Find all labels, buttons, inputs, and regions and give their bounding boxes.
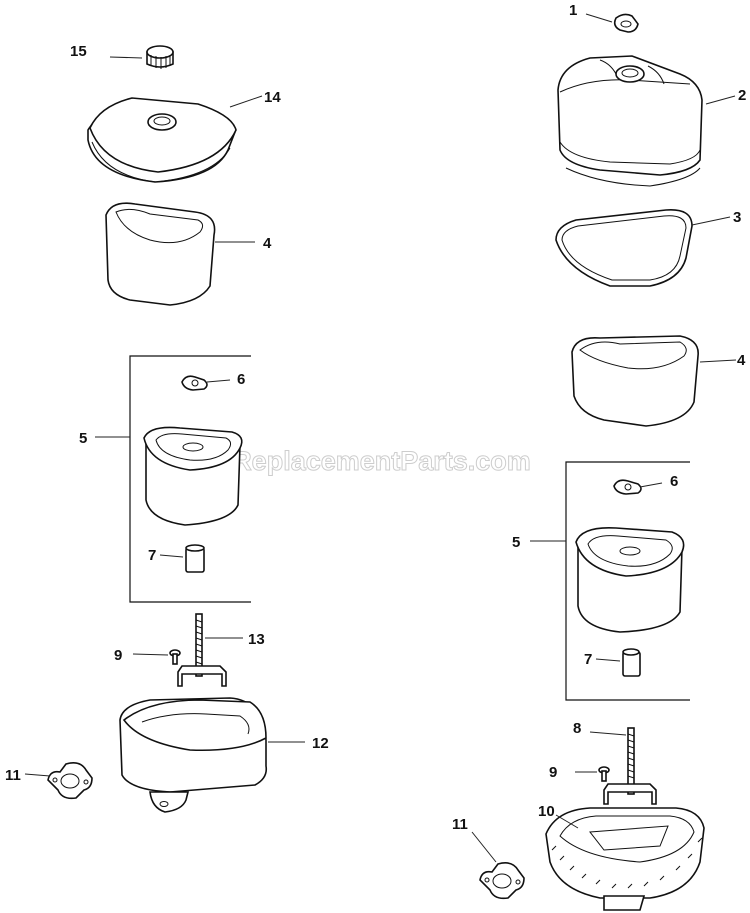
callout-1: 1 [569, 2, 577, 19]
callout-13-left: 13 [248, 631, 265, 648]
cover-icon [87, 97, 237, 183]
screw-icon [598, 766, 610, 782]
stud-icon [603, 727, 657, 805]
filter-element-icon [575, 526, 685, 633]
precleaner-icon [571, 335, 699, 427]
gasket-icon [47, 762, 93, 800]
stud-icon [177, 613, 227, 687]
callout-4-left: 4 [263, 235, 272, 252]
callout-7-left: 7 [148, 547, 156, 564]
filter-element-icon [143, 426, 243, 526]
callout-14: 14 [264, 89, 281, 106]
watermark-text: eReplacementParts.com [217, 446, 531, 476]
wing-nut-icon [181, 375, 208, 391]
seal-ring-icon [555, 209, 693, 287]
wing-nut-icon [613, 479, 642, 495]
spacer-icon [185, 544, 205, 573]
callout-7-right: 7 [584, 651, 592, 668]
cover-icon [557, 55, 703, 187]
nut-icon [613, 13, 639, 33]
callout-4-right: 4 [737, 352, 746, 369]
callout-5-right: 5 [512, 534, 520, 551]
gasket-icon [479, 862, 525, 900]
callout-12-left: 12 [312, 735, 329, 752]
callout-3: 3 [733, 209, 741, 226]
nut-icon [146, 45, 174, 69]
base-icon [119, 697, 268, 813]
callout-8: 8 [573, 720, 581, 737]
callout-11-right: 11 [452, 816, 468, 833]
callout-9-right: 9 [549, 764, 557, 781]
callout-6-right: 6 [670, 473, 678, 490]
screw-icon [169, 649, 181, 665]
callout-10: 10 [538, 803, 555, 820]
base-icon [545, 807, 705, 911]
callout-6-left: 6 [237, 371, 245, 388]
callout-9-left: 9 [114, 647, 122, 664]
precleaner-icon [105, 202, 216, 306]
callout-15: 15 [70, 43, 87, 60]
callout-2: 2 [738, 87, 746, 104]
spacer-icon [622, 648, 641, 677]
callout-11-left: 11 [5, 767, 21, 784]
callout-5-left: 5 [79, 430, 87, 447]
